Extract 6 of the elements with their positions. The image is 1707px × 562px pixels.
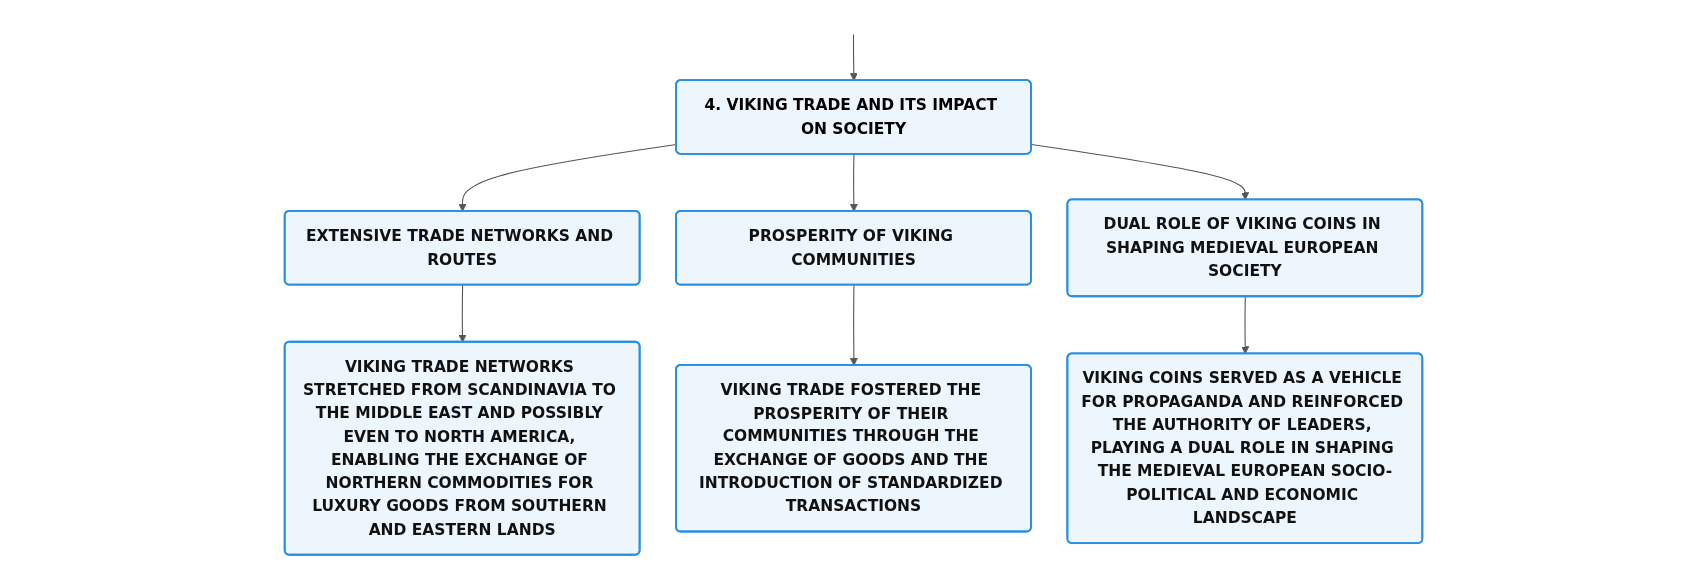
- arrow: [458, 284, 467, 343]
- arrow: [1030, 143, 1250, 201]
- arrow: [849, 153, 858, 212]
- arrow: [849, 34, 858, 81]
- arrow: [849, 284, 858, 366]
- arrow: [1241, 296, 1250, 355]
